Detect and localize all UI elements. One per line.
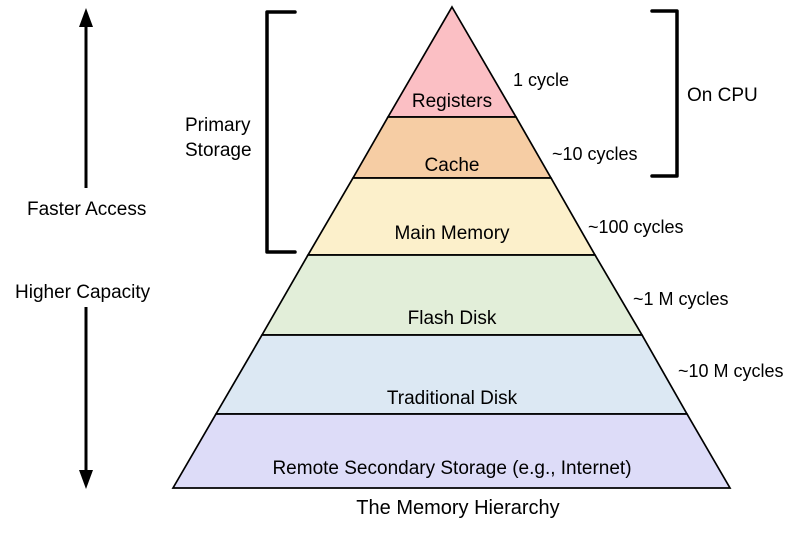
- layer-label-registers: Registers: [412, 91, 492, 112]
- layer-label-flash-disk: Flash Disk: [408, 308, 497, 329]
- primary-storage-label-line2: Storage: [185, 140, 252, 161]
- faster-access-label: Faster Access: [27, 199, 146, 220]
- higher-capacity-arrow: [79, 307, 93, 489]
- layer-label-remote-storage: Remote Secondary Storage (e.g., Internet…: [272, 458, 631, 479]
- primary-storage-label-line1: Primary: [185, 115, 251, 136]
- on-cpu-bracket: [650, 9, 679, 178]
- faster-access-arrowhead-icon: [79, 8, 93, 27]
- diagram-caption: The Memory Hierarchy: [356, 497, 559, 519]
- latency-label-cache: ~10 cycles: [552, 144, 638, 164]
- pyramid-layer-remote-storage: [171, 413, 732, 489]
- higher-capacity-label: Higher Capacity: [15, 282, 151, 303]
- layer-label-traditional-disk: Traditional Disk: [387, 388, 518, 409]
- latency-label-traditional-disk: ~10 M cycles: [678, 361, 784, 381]
- latency-label-flash-disk: ~1 M cycles: [633, 289, 729, 309]
- primary-storage-bracket: [265, 10, 297, 254]
- layer-label-cache: Cache: [425, 155, 480, 176]
- latency-label-registers: 1 cycle: [513, 70, 569, 90]
- latency-label-main-memory: ~100 cycles: [588, 217, 684, 237]
- higher-capacity-arrowhead-icon: [79, 470, 93, 489]
- on-cpu-label: On CPU: [687, 85, 758, 106]
- faster-access-arrow: [79, 8, 93, 188]
- layer-label-main-memory: Main Memory: [394, 223, 510, 244]
